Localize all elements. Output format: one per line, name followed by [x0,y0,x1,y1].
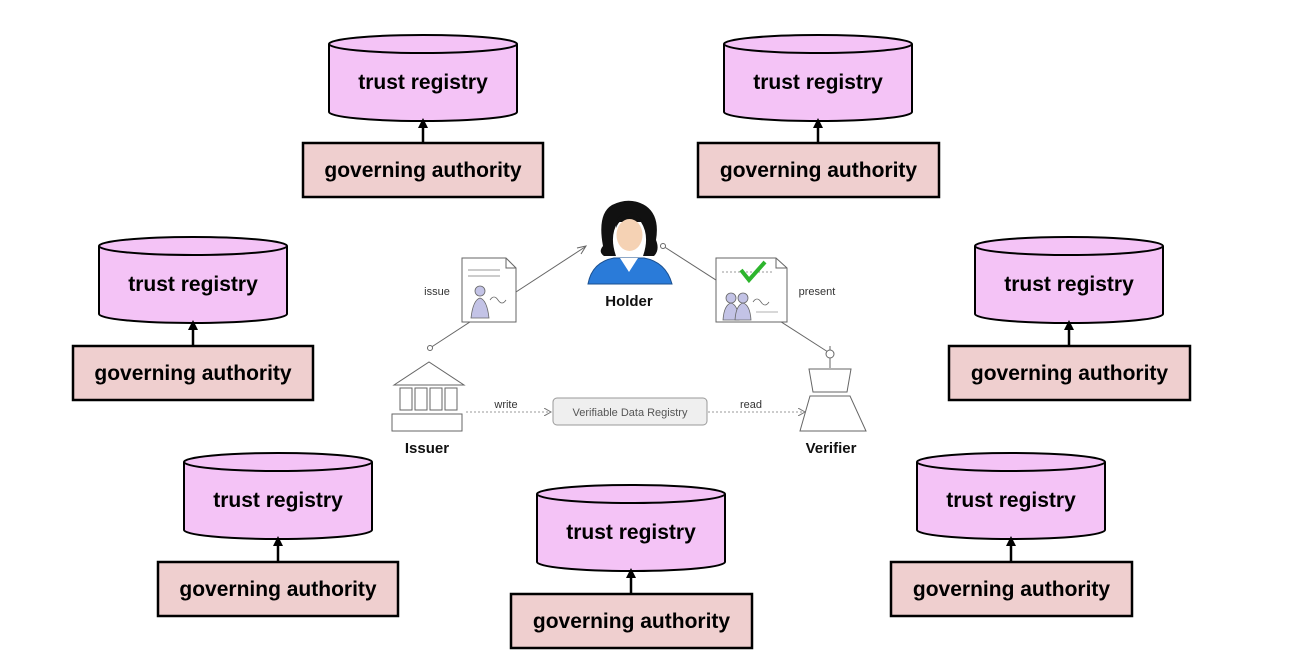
issuer-label: Issuer [405,440,449,457]
verifiable-data-registry-box [552,397,708,426]
governing-authority-label: governing authority [913,578,1110,601]
trust-registry-cylinder [916,452,1106,540]
trust-registry-label: trust registry [358,71,488,94]
registry-authority-pair: trust registry governing authority [71,236,315,402]
present-label: present [799,286,836,298]
trust-registry-cylinder [98,236,288,324]
verifiable-data-registry-label: Verifiable Data Registry [573,407,688,419]
trust-registry-label: trust registry [753,71,883,94]
read-label: read [740,399,762,411]
trust-registry-cylinder [974,236,1164,324]
registry-authority-pair: trust registry governing authority [889,452,1134,618]
trust-registry-label: trust registry [128,273,258,296]
credential-document-icon [461,257,517,323]
verifier-label: Verifier [806,440,857,457]
governing-authority-box [71,344,315,402]
present-connector-start [660,243,666,249]
governing-authority-label: governing authority [324,159,521,182]
verified-credential-icon [715,257,788,323]
governing-authority-label: governing authority [971,362,1168,385]
issue-connector-start [427,345,433,351]
trust-registry-label: trust registry [1004,273,1134,296]
holder-label: Holder [605,293,653,310]
governing-authority-label: governing authority [720,159,917,182]
trust-registry-label: trust registry [213,489,343,512]
governing-authority-label: governing authority [533,610,730,633]
registry-authority-pair: trust registry governing authority [156,452,400,618]
governing-authority-label: governing authority [94,362,291,385]
governing-authority-label: governing authority [179,578,376,601]
trust-registry-cylinder [723,34,913,122]
governing-authority-box [947,344,1192,402]
governing-authority-box [156,560,400,618]
trust-registry-label: trust registry [566,521,696,544]
governing-authority-box [889,560,1134,618]
trust-registry-label: trust registry [946,489,1076,512]
trust-registry-cylinder [328,34,518,122]
write-label: write [493,399,517,411]
issue-label: issue [424,286,450,298]
registry-authority-pair: trust registry governing authority [301,34,545,199]
holder-person-icon [587,200,673,285]
registry-authority-pair: trust registry governing authority [509,484,754,650]
issuer-building-icon [391,361,466,432]
registry-authority-pair: trust registry governing authority [696,34,941,199]
trust-registry-cylinder [183,452,373,540]
governing-authority-box [301,141,545,199]
registry-authority-pair: trust registry governing authority [947,236,1192,402]
governing-authority-box [509,592,754,650]
verifier-icon [799,346,867,432]
governing-authority-box [696,141,941,199]
trust-triangle: Holder issue present [391,200,867,457]
issue-connector-arrow [576,245,588,255]
